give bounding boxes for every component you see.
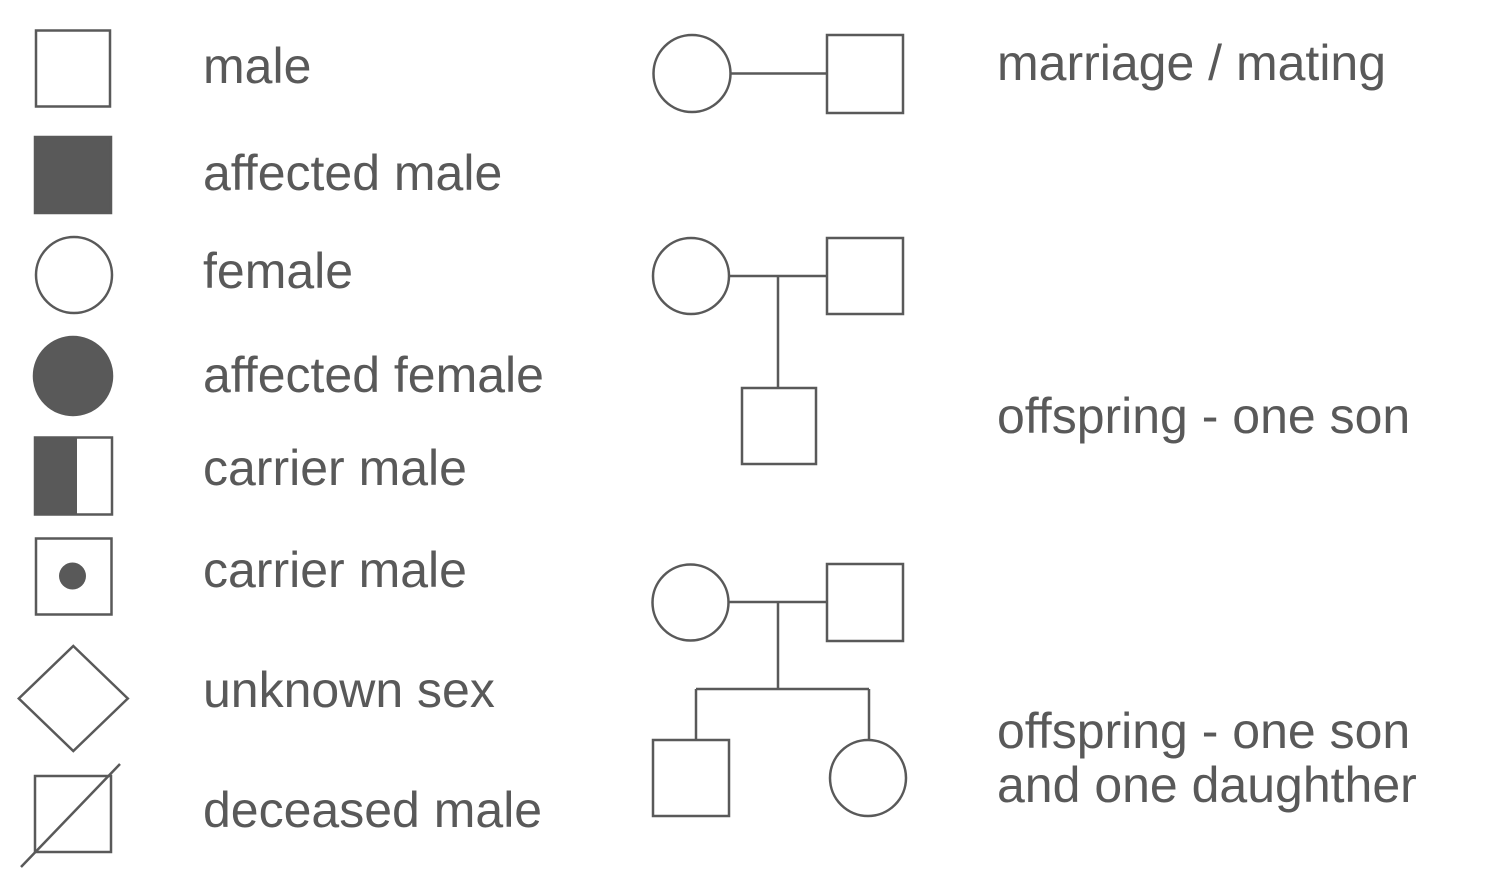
deceased-male-symbol-icon: [20, 763, 121, 868]
carrier-male-dot-outline: [34, 537, 113, 616]
carrier-male-dot: [59, 562, 86, 590]
father-square: [825, 562, 905, 643]
offspring-son-daughter-label-line1: offspring - one son: [997, 703, 1411, 759]
mother-circle: [651, 563, 730, 642]
mother-circle: [652, 33, 732, 114]
female-symbol-icon: [34, 235, 114, 315]
deceased-male-square: [33, 774, 113, 854]
son-square: [740, 386, 818, 466]
legend-label-deceased-male: deceased male: [203, 782, 543, 838]
legend-label-carrier-male-dot: carrier male: [203, 542, 467, 598]
son-square: [651, 738, 731, 818]
carrier-male-half-symbol-icon: [33, 436, 114, 516]
affected-female-symbol-icon: [32, 335, 114, 417]
carrier-male-half-fill: [35, 437, 77, 515]
carrier-male-half-outline: [33, 436, 114, 516]
offspring-one-son-diagram: [651, 236, 905, 466]
marriage-diagram-label: marriage / mating: [997, 35, 1387, 91]
deceased-slash-line: [20, 763, 121, 868]
legend-label-carrier-male-half: carrier male: [203, 440, 467, 496]
legend-label-male: male: [203, 38, 312, 94]
legend-label-unknown-sex: unknown sex: [203, 662, 495, 718]
legend-label-affected-female: affected female: [203, 347, 544, 403]
unknown-sex-symbol-icon: [16, 644, 130, 753]
offspring-son-daughter-diagram: [651, 562, 908, 818]
legend-label-affected-male: affected male: [203, 145, 503, 201]
offspring-son-daughter-label-line2: and one daughther: [997, 757, 1417, 813]
carrier-male-dot-symbol-icon: [34, 537, 113, 616]
legend-label-female: female: [203, 243, 354, 299]
father-square: [825, 236, 905, 316]
marriage-diagram: [652, 33, 905, 115]
affected-male-symbol-icon: [33, 135, 113, 215]
daughter-circle: [828, 738, 908, 818]
mother-circle: [651, 236, 731, 316]
male-symbol-icon: [34, 29, 112, 108]
offspring-one-son-label: offspring - one son: [997, 388, 1411, 444]
father-square: [825, 33, 905, 115]
